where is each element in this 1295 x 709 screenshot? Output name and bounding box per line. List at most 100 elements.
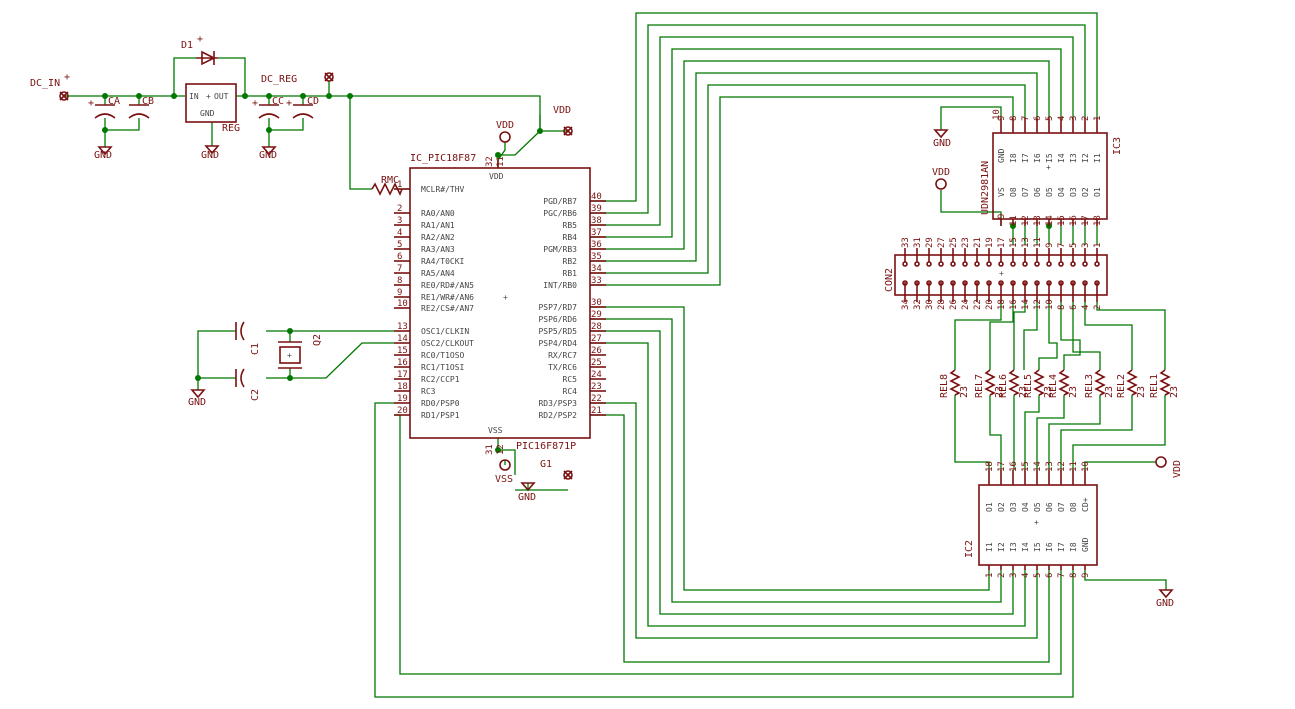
- ic2-bottom-pin-name: I1: [985, 542, 994, 552]
- svg-text:+: +: [197, 34, 203, 45]
- con2-bottom-pin-number: 24: [961, 299, 971, 310]
- mcu-pin-name: RA5/AN4: [421, 269, 455, 278]
- ic3-top-pin-number: 6: [1033, 116, 1043, 121]
- mcu-pin-number: 1: [397, 180, 402, 190]
- dc-reg-terminal: [324, 72, 334, 82]
- dc-in-label: DC_IN: [30, 78, 60, 89]
- mcu-pin-number: 40: [591, 192, 602, 202]
- ic3-top-pin-name: I5: [1045, 153, 1054, 163]
- ic2-bottom-pin-number: 4: [1021, 573, 1031, 578]
- con2-top-pin-number: 31: [913, 237, 923, 248]
- ic3-top-pin-name: I4: [1057, 153, 1066, 163]
- svg-text:+: +: [1034, 518, 1039, 527]
- mcu-pin-name: RE1/WR#/AN6: [421, 293, 474, 302]
- ic2-bottom-pin-number: 3: [1009, 573, 1019, 578]
- con2-pad: [914, 261, 920, 267]
- mcu-pin-number: 29: [591, 310, 602, 320]
- con2-pad: [1046, 261, 1052, 267]
- con2-pad: [998, 261, 1004, 267]
- mcu-pin-name: RC0/T1OSO: [421, 351, 465, 360]
- ic2-top-pin-name: O2: [997, 502, 1006, 512]
- mcu-pin-name: OSC2/CLKOUT: [421, 339, 474, 348]
- cap-cb: CB: [128, 96, 154, 119]
- dc-in-terminal: DC_IN +: [30, 72, 70, 101]
- con2-bottom-pin-number: 20: [985, 299, 995, 310]
- ca-label: CA: [108, 96, 120, 107]
- mcu-pin-number: 16: [397, 358, 408, 368]
- dc-reg-label: DC_REG: [261, 74, 297, 85]
- mcu-pin-name: RE2/CS#/AN7: [421, 304, 474, 313]
- con2-pad: [938, 280, 944, 286]
- mcu-pin-number: 6: [397, 252, 402, 262]
- relay-name: REL7: [974, 374, 985, 398]
- mcu-pin-name: RC5: [563, 375, 578, 384]
- ic3-top-pin-number: 5: [1045, 116, 1055, 121]
- reg-out-label: OUT: [214, 92, 229, 101]
- mcu-pin-name: RB2: [563, 257, 578, 266]
- ic2-bottom-pin-name: I7: [1057, 542, 1066, 552]
- mcu-pin-number: 21: [591, 406, 602, 416]
- ic3-top-pin-name: I2: [1081, 153, 1090, 163]
- mcu-vss-pin-num: 31: [485, 444, 495, 455]
- con2-pad: [950, 261, 956, 267]
- relay-name: REL1: [1149, 374, 1160, 398]
- gnd-symbol-2: GND: [201, 145, 220, 161]
- con2-pad: [1022, 261, 1028, 267]
- cap-ca: + CA: [88, 96, 120, 119]
- ic3-bottom-pin-number: 9: [997, 214, 1007, 219]
- relay-value: 23: [994, 386, 1005, 398]
- con2-top-pin-number: 7: [1057, 243, 1067, 248]
- con2-pad: [1034, 261, 1040, 267]
- con2-top-pin-number: 3: [1081, 243, 1091, 248]
- rmc-label: RMC: [381, 175, 399, 186]
- con2-pad: [1010, 261, 1016, 267]
- mcu-pin-name: RA2/AN2: [421, 233, 455, 242]
- svg-text:+: +: [64, 72, 70, 83]
- con2-top-pin-number: 11: [1033, 237, 1043, 248]
- ic2-bottom-pin-number: 2: [997, 573, 1007, 578]
- svg-text:+: +: [88, 98, 94, 109]
- con2-bottom-pin-number: 18: [997, 299, 1007, 310]
- con2-pad: [974, 261, 980, 267]
- gnd-symbol-1: GND: [94, 146, 113, 161]
- ic3-top-pin-name: I7: [1021, 153, 1030, 163]
- mcu-pin-name: RC2/CCP1: [421, 375, 460, 384]
- relay-value: 23: [1136, 386, 1147, 398]
- gnd-symbol-5: GND: [188, 389, 206, 408]
- svg-text:+: +: [287, 351, 292, 360]
- ic3-bottom-pin-number: 12: [1021, 215, 1031, 226]
- mcu-pin-name: RA1/AN1: [421, 221, 455, 230]
- ic2-top-pin-name: O3: [1009, 502, 1018, 512]
- ic2-top-pin-name: O1: [985, 502, 994, 512]
- mcu-pin-number: 15: [397, 346, 408, 356]
- power-section: DC_IN + D1 + IN + OUT GND REG + CA CB: [30, 34, 573, 161]
- mcu-pin-name: PSP7/RD7: [538, 303, 577, 312]
- mcu-pin-number: 4: [397, 228, 402, 238]
- con2-bottom-pin-number: 32: [913, 299, 923, 310]
- con2-pad: [986, 280, 992, 286]
- mcu-pin-name: RB5: [563, 221, 578, 230]
- ic3-bottom-pin-name: O2: [1081, 187, 1090, 197]
- mcu-pin-number: 8: [397, 276, 402, 286]
- mcu-vss-pin-num: 12: [496, 444, 506, 455]
- ic3-bottom-pin-name: VS: [997, 187, 1006, 197]
- con2-pad: [1058, 280, 1064, 286]
- con2-top-pin-number: 5: [1069, 243, 1079, 248]
- con2-bottom-pin-number: 6: [1069, 305, 1079, 310]
- ic3-top-pin-name: I3: [1069, 153, 1078, 163]
- gnd-label: GND: [201, 150, 219, 161]
- mcu-pin-name: RD1/PSP1: [421, 411, 460, 420]
- oscillator: C1 C2 + Q2 GND: [188, 321, 323, 408]
- mcu-pin-number: 3: [397, 216, 402, 226]
- ic2-top-pin-number: 16: [1009, 461, 1019, 472]
- resistor-zigzag: [984, 369, 996, 396]
- ic3-bottom-pin-name: O1: [1093, 187, 1102, 197]
- mcu-pin-name: RB1: [563, 269, 578, 278]
- vdd-mcu-label: VDD: [496, 120, 514, 131]
